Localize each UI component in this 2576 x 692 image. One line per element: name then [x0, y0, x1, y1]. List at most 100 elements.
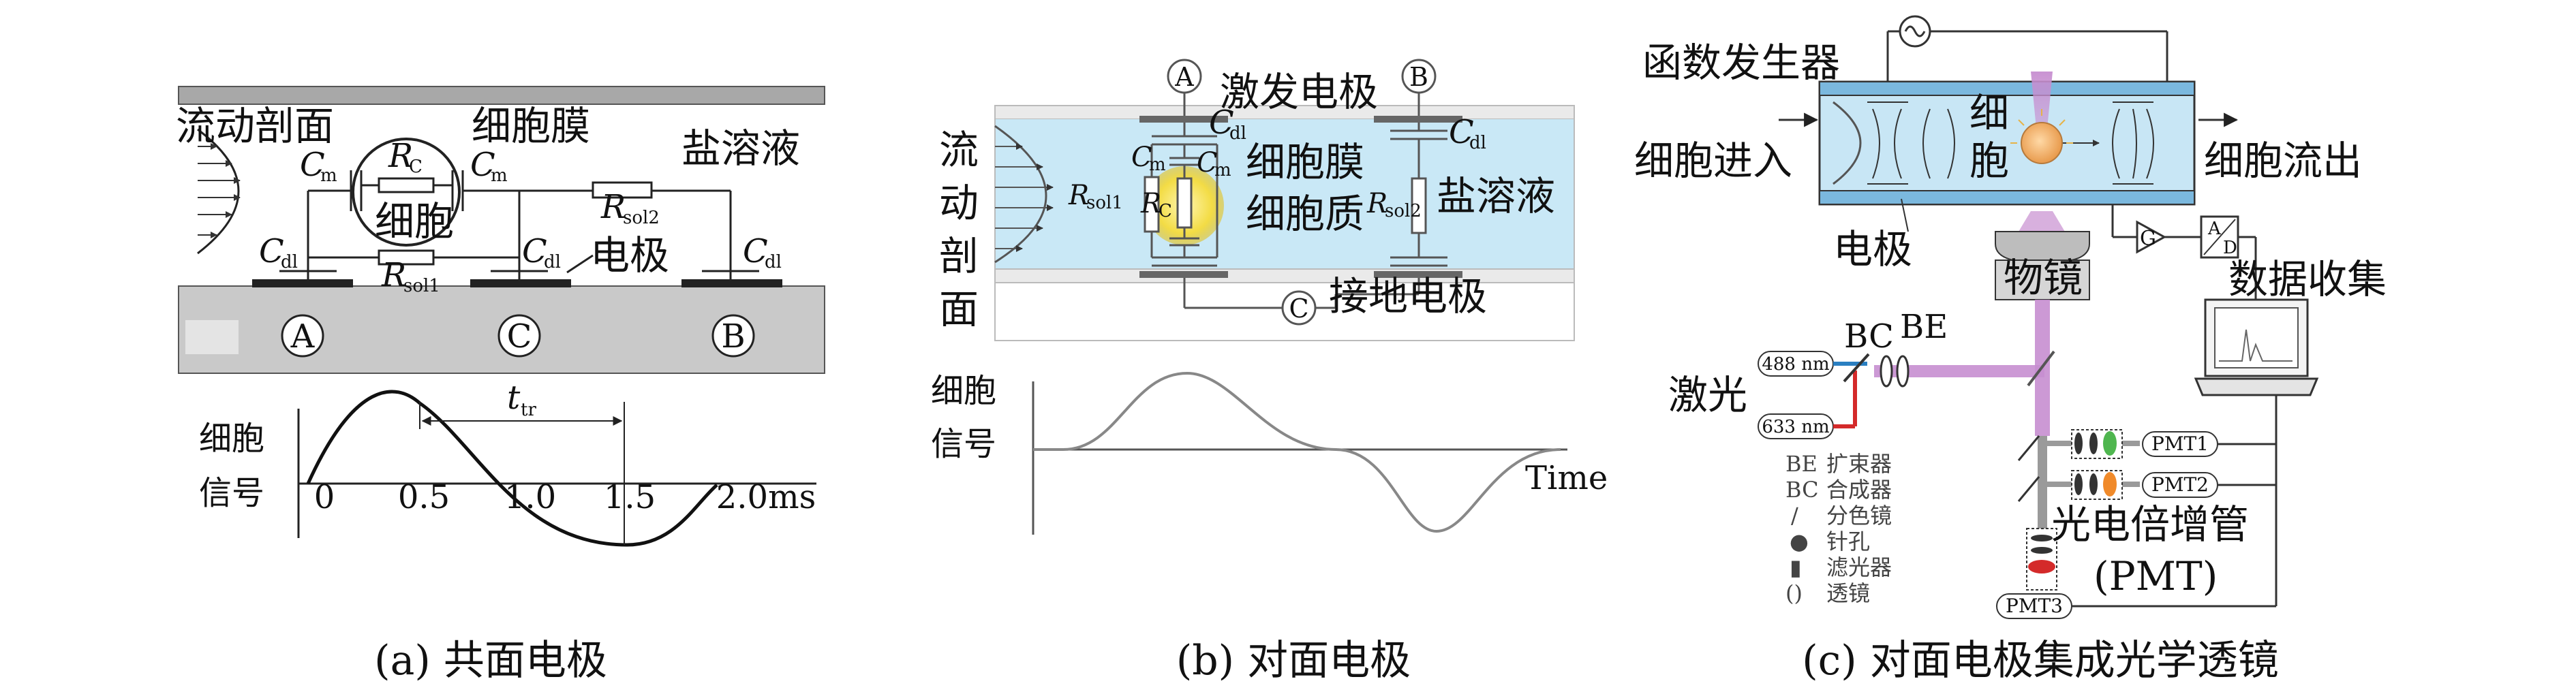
svg-text:PMT1: PMT1	[2151, 432, 2209, 455]
svg-text:R: R	[1140, 188, 1161, 219]
electrode-b	[681, 279, 782, 287]
signal-waveform-a	[306, 390, 718, 547]
caption-c: (c) 对面电极集成光学透镜	[1802, 637, 2279, 685]
svg-text:C: C	[1159, 201, 1172, 221]
node-b: B	[711, 314, 755, 358]
label-rsol1: R sol1	[381, 256, 440, 296]
tick-3: 1.5	[604, 478, 656, 516]
label-laser: 激光	[1668, 372, 1747, 418]
beam-horizontal	[1874, 365, 2044, 377]
svg-text:C: C	[507, 317, 532, 356]
legend-text-3: 针孔	[1826, 529, 1870, 554]
label-rsol2: R sol2	[600, 188, 660, 228]
signal-plot-b: 细胞 信号 Time	[931, 371, 1608, 535]
legend-key-4: ▮	[1790, 554, 1802, 580]
circuit-b	[1139, 87, 1462, 309]
label-rc: R C	[388, 137, 423, 177]
svg-text:C: C	[409, 157, 423, 177]
legend-text-5: 透镜	[1826, 580, 1870, 606]
cell-circle	[352, 138, 461, 247]
channel-b-bottom-wall	[994, 268, 1575, 283]
svg-text:C: C	[1197, 147, 1218, 178]
svg-text:A: A	[1174, 62, 1194, 92]
svg-text:sol1: sol1	[1086, 193, 1123, 213]
label-cell: 细胞	[375, 198, 454, 245]
channel-b	[995, 119, 1574, 269]
label-cdl-1: C dl	[259, 232, 298, 272]
label-cdl-b-right: C dl	[1449, 113, 1486, 153]
objective-lens	[1995, 231, 2090, 300]
pmt-wires	[2072, 395, 2278, 608]
svg-text:C: C	[470, 146, 495, 184]
svg-text:C: C	[1449, 113, 1474, 151]
label-function-generator: 函数发生器	[1642, 40, 1840, 86]
label-cdl-3: C dl	[743, 232, 782, 272]
svg-text:C: C	[259, 232, 284, 270]
field-lines-right	[2058, 101, 2154, 185]
label-flow-b-1: 流	[939, 127, 979, 173]
svg-text:B: B	[721, 317, 745, 356]
laser-633: 633 nm	[1758, 413, 1834, 439]
svg-text:R: R	[1366, 188, 1387, 219]
electrode-a	[252, 279, 353, 287]
node-b-c: C	[1281, 290, 1317, 326]
label-ttr: t tr	[507, 379, 536, 420]
legend-text-2: 分色镜	[1826, 503, 1892, 529]
field-lines-left	[1867, 101, 1955, 185]
svg-text:m: m	[1214, 160, 1231, 180]
svg-text:A: A	[290, 317, 316, 356]
label-pmt-title: 光电倍增管	[2051, 501, 2249, 548]
label-flow-b-2: 动	[939, 180, 979, 226]
channel-c-top	[1819, 81, 2195, 96]
label-cell-membrane-b: 细胞膜	[1246, 139, 1364, 185]
beam-combiner	[1843, 353, 1870, 383]
cell-c	[2021, 122, 2063, 164]
flow-profile-c	[1833, 101, 1862, 185]
svg-text:PMT2: PMT2	[2151, 473, 2209, 496]
svg-text:m: m	[1149, 155, 1166, 175]
panel-a: A C B 流动剖面 细胞膜 盐溶液 细胞 电极 C m C m R C R	[176, 86, 825, 685]
label-cdl-2: C dl	[522, 232, 561, 272]
svg-text:m: m	[320, 166, 337, 186]
node-b-a: A	[1167, 59, 1202, 94]
svg-text:C: C	[743, 232, 768, 270]
top-plate	[178, 86, 825, 105]
svg-text:sol1: sol1	[403, 276, 440, 296]
collection-cone	[2019, 211, 2065, 232]
laser-488: 488 nm	[1758, 351, 1834, 377]
label-rsol2-b: R sol2	[1366, 188, 1422, 221]
svg-text:R: R	[600, 188, 626, 226]
label-cytoplasm-b: 细胞质	[1246, 191, 1364, 237]
beam-expander-lenses	[1880, 355, 1910, 388]
svg-text:sol2: sol2	[1385, 201, 1422, 221]
laptop-icon	[2194, 298, 2319, 396]
electrode-pointer	[1901, 198, 1909, 232]
svg-text:488 nm: 488 nm	[1762, 354, 1829, 375]
label-cm-right: C m	[470, 146, 508, 186]
label-cell-membrane: 细胞膜	[472, 103, 590, 149]
label-cm-b-2: C m	[1197, 147, 1231, 180]
svg-text:dl: dl	[1469, 133, 1486, 153]
channel-c-bottom	[1819, 190, 2195, 205]
svg-text:C: C	[1131, 142, 1152, 173]
signal-label-b-2: 信号	[931, 425, 996, 463]
flow-profile-arrows	[198, 143, 241, 238]
tick-1: 0.5	[398, 478, 450, 516]
node-c: C	[497, 314, 541, 358]
svg-text:R: R	[1068, 180, 1089, 211]
scatter-rays	[2010, 109, 2073, 144]
svg-text:PMT3: PMT3	[2006, 595, 2063, 617]
label-cm-b-1: C m	[1131, 142, 1166, 175]
label-electrode-c: 电极	[1833, 226, 1912, 272]
label-cdl-b-left: C dl	[1209, 104, 1246, 144]
electrode-c	[470, 279, 571, 287]
svg-text:C: C	[1209, 104, 1234, 142]
svg-text:C: C	[300, 146, 325, 184]
legend-text-1: 合成器	[1826, 477, 1892, 503]
legend-text-0: 扩束器	[1826, 451, 1892, 477]
pmt-row-1	[2017, 429, 2140, 461]
label-ground-electrode: 接地电极	[1329, 273, 1487, 319]
flow-profile-b-arrows	[995, 143, 1054, 252]
label-excitation-electrode: 激发电极	[1220, 69, 1378, 115]
